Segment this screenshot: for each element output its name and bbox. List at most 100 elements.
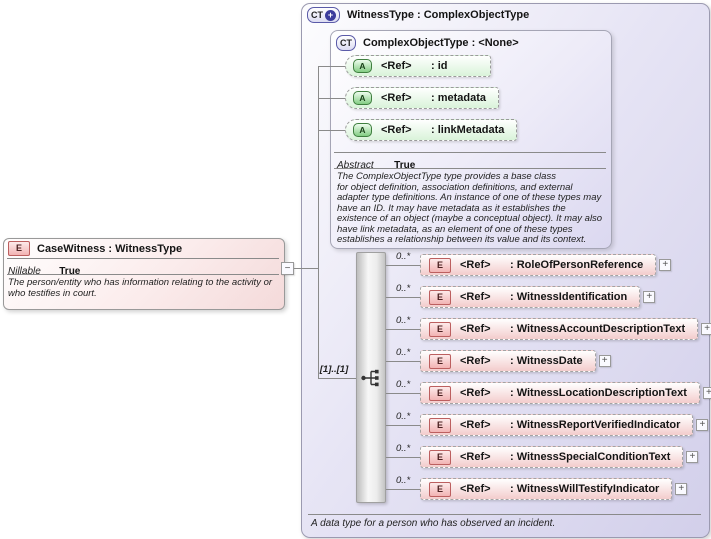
attribute-name: : id bbox=[431, 60, 448, 72]
base-type-description: The ComplexObjectType type provides a ba… bbox=[337, 171, 603, 245]
attribute-icon: A bbox=[353, 91, 372, 105]
element-icon: E bbox=[429, 257, 451, 273]
divider bbox=[7, 274, 279, 275]
element-name: : WitnessDate bbox=[510, 355, 583, 367]
element-link[interactable]: E <Ref> : RoleOfPersonReference bbox=[420, 254, 657, 276]
case-witness-header: E CaseWitness : WitnessType bbox=[8, 241, 182, 256]
facet-value: True bbox=[59, 266, 81, 277]
element-ref: <Ref> bbox=[460, 291, 491, 303]
sequence-icon bbox=[360, 369, 382, 392]
collapse-toggle[interactable]: − bbox=[281, 262, 294, 275]
element-icon: E bbox=[8, 241, 30, 256]
element-name: : WitnessLocationDescriptionText bbox=[510, 387, 687, 399]
attribute-row-link-metadata[interactable]: A <Ref> : linkMetadata bbox=[345, 119, 518, 141]
cardinality-label: 0..* bbox=[396, 283, 411, 294]
abstract-facet-row: Abstract True bbox=[337, 155, 415, 173]
sequence-cardinality: [1]..[1] bbox=[319, 364, 349, 375]
element-name: : RoleOfPersonReference bbox=[510, 259, 644, 271]
attribute-name: : linkMetadata bbox=[431, 124, 505, 136]
witness-type-description: A data type for a person who has observe… bbox=[311, 518, 556, 529]
cardinality-label: 0..* bbox=[396, 251, 411, 262]
connector-line bbox=[386, 329, 420, 330]
element-icon: E bbox=[429, 385, 451, 401]
connector-line bbox=[386, 425, 420, 426]
element-name: : WitnessIdentification bbox=[510, 291, 628, 303]
element-ref: <Ref> bbox=[460, 323, 491, 335]
divider bbox=[334, 152, 606, 153]
connector-line bbox=[318, 378, 356, 379]
attribute-row-metadata[interactable]: A <Ref> : metadata bbox=[345, 87, 500, 109]
connector-line bbox=[386, 297, 420, 298]
element-row-witness-will-testify-indicator: E <Ref> : WitnessWillTestifyIndicator + bbox=[420, 477, 688, 501]
case-witness-description: The person/entity who has information re… bbox=[8, 277, 273, 299]
element-name: : WitnessWillTestifyIndicator bbox=[510, 483, 660, 495]
element-link[interactable]: E <Ref> : WitnessAccountDescriptionText bbox=[420, 318, 699, 340]
expand-toggle[interactable]: + bbox=[598, 355, 611, 367]
attribute-ref: <Ref> bbox=[381, 124, 412, 136]
facet-value: True bbox=[394, 160, 416, 171]
cardinality-label: 0..* bbox=[396, 411, 411, 422]
attribute-row-id[interactable]: A <Ref> : id bbox=[345, 55, 491, 77]
cardinality-label: 0..* bbox=[396, 379, 411, 390]
expand-toggle[interactable]: + bbox=[696, 419, 709, 431]
element-name: : WitnessReportVerifiedIndicator bbox=[510, 419, 681, 431]
element-row-witness-report-verified-indicator: E <Ref> : WitnessReportVerifiedIndicator… bbox=[420, 413, 709, 437]
attribute-icon: A bbox=[353, 123, 372, 137]
element-ref: <Ref> bbox=[460, 419, 491, 431]
expand-toggle[interactable]: + bbox=[659, 259, 672, 271]
element-row-witness-account-description-text: E <Ref> : WitnessAccountDescriptionText … bbox=[420, 317, 711, 341]
connector-line bbox=[318, 66, 345, 67]
expand-toggle[interactable]: + bbox=[702, 387, 711, 399]
element-link[interactable]: E <Ref> : WitnessLocationDescriptionText bbox=[420, 382, 700, 404]
complex-type-icon: CT bbox=[336, 35, 356, 51]
element-ref: <Ref> bbox=[460, 259, 491, 271]
element-link[interactable]: E <Ref> : WitnessReportVerifiedIndicator bbox=[420, 414, 694, 436]
expand-toggle[interactable]: + bbox=[686, 451, 699, 463]
element-icon: E bbox=[429, 289, 451, 305]
divider bbox=[308, 514, 701, 515]
element-row-witness-identification: E <Ref> : WitnessIdentification + bbox=[420, 285, 656, 309]
base-type-title: ComplexObjectType : <None> bbox=[363, 37, 519, 49]
element-row-witness-special-condition-text: E <Ref> : WitnessSpecialConditionText + bbox=[420, 445, 699, 469]
connector-line bbox=[386, 361, 420, 362]
element-icon: E bbox=[429, 417, 451, 433]
cardinality-label: 0..* bbox=[396, 443, 411, 454]
witness-type-title: WitnessType : ComplexObjectType bbox=[347, 9, 530, 21]
element-name: : WitnessAccountDescriptionText bbox=[510, 323, 686, 335]
facet-label: Nillable bbox=[8, 266, 41, 277]
connector-line bbox=[386, 457, 420, 458]
expand-toggle[interactable]: + bbox=[675, 483, 688, 495]
nillable-facet-row: Nillable True bbox=[8, 261, 80, 279]
element-link[interactable]: E <Ref> : WitnessDate bbox=[420, 350, 596, 372]
divider bbox=[334, 168, 606, 169]
expand-toggle[interactable]: + bbox=[701, 323, 711, 335]
witness-type-header: CT+ WitnessType : ComplexObjectType bbox=[307, 7, 529, 23]
element-row-witness-date: E <Ref> : WitnessDate + bbox=[420, 349, 611, 373]
element-link[interactable]: E <Ref> : WitnessWillTestifyIndicator bbox=[420, 478, 673, 500]
element-ref: <Ref> bbox=[460, 483, 491, 495]
element-link[interactable]: E <Ref> : WitnessIdentification bbox=[420, 286, 641, 308]
cardinality-label: 0..* bbox=[396, 347, 411, 358]
element-row-role-of-person-reference: E <Ref> : RoleOfPersonReference + bbox=[420, 253, 672, 277]
attribute-name: : metadata bbox=[431, 92, 487, 104]
element-icon: E bbox=[429, 321, 451, 337]
complex-type-icon: CT+ bbox=[307, 7, 340, 23]
element-ref: <Ref> bbox=[460, 387, 491, 399]
case-witness-title: CaseWitness : WitnessType bbox=[37, 242, 183, 255]
attribute-icon: A bbox=[353, 59, 372, 73]
connector-line bbox=[386, 489, 420, 490]
element-icon: E bbox=[429, 481, 451, 497]
element-icon: E bbox=[429, 449, 451, 465]
attribute-ref: <Ref> bbox=[381, 60, 412, 72]
element-link[interactable]: E <Ref> : WitnessSpecialConditionText bbox=[420, 446, 684, 468]
expand-toggle[interactable]: + bbox=[643, 291, 656, 303]
connector-spine bbox=[318, 66, 319, 378]
base-type-header: CT ComplexObjectType : <None> bbox=[336, 35, 519, 51]
divider bbox=[7, 258, 279, 259]
connector-line bbox=[318, 130, 345, 131]
element-icon: E bbox=[429, 353, 451, 369]
element-name: : WitnessSpecialConditionText bbox=[510, 451, 671, 463]
connector-line bbox=[318, 98, 345, 99]
element-ref: <Ref> bbox=[460, 355, 491, 367]
